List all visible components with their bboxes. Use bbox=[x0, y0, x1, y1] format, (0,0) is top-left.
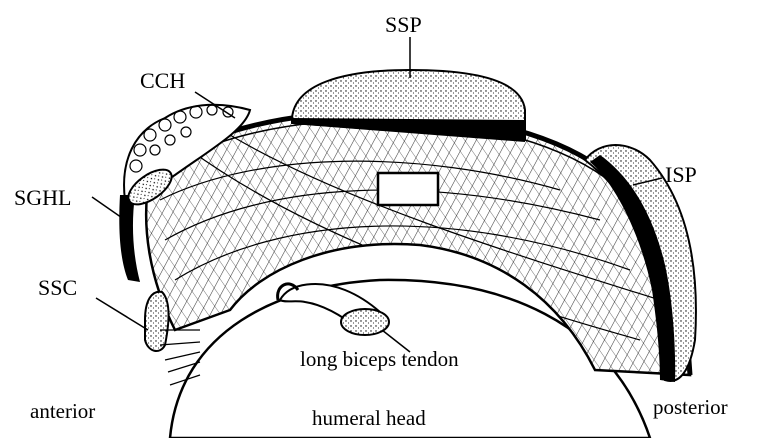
sghl-ligament bbox=[119, 195, 140, 282]
label-sghl: SGHL bbox=[14, 185, 71, 210]
label-long-biceps-tendon: long biceps tendon bbox=[300, 347, 459, 371]
label-isp: ISP bbox=[665, 162, 697, 187]
label-anterior: anterior bbox=[30, 399, 95, 423]
label-posterior: posterior bbox=[653, 395, 728, 419]
label-humeral-head: humeral head bbox=[312, 406, 426, 430]
ssc-tendon bbox=[145, 292, 168, 351]
label-cch: CCH bbox=[140, 68, 185, 93]
label-ssp: SSP bbox=[385, 12, 422, 37]
label-ssc: SSC bbox=[38, 275, 77, 300]
capsule-window bbox=[378, 173, 438, 205]
